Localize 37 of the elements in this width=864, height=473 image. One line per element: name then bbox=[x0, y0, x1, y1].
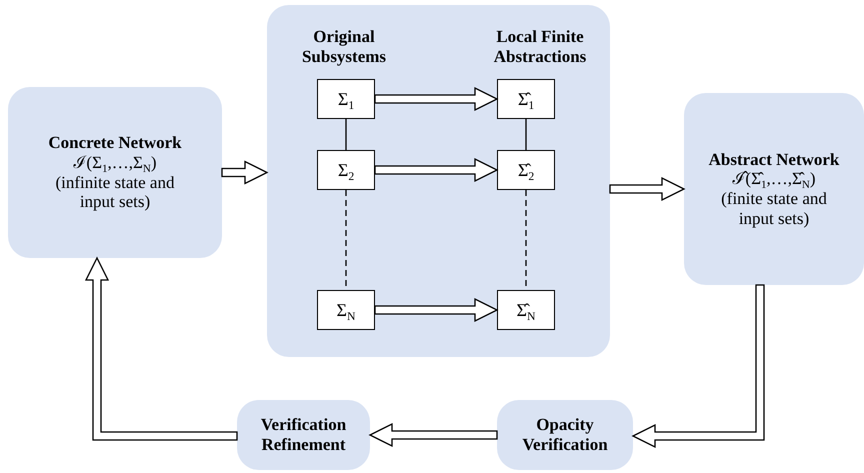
box-title: Opacity Verification bbox=[521, 415, 609, 455]
hollow-arrow bbox=[374, 298, 498, 322]
box-description: (infinite state and input sets) bbox=[54, 172, 176, 212]
subsystem-box bbox=[497, 290, 555, 330]
math-label: Σ̂$_{1}$ bbox=[518, 88, 534, 110]
subsystem-box bbox=[317, 79, 375, 119]
group-panel bbox=[267, 5, 610, 357]
math-label: Σ$_{2}$ bbox=[338, 160, 354, 180]
process-box bbox=[497, 400, 633, 470]
hollow-arrow bbox=[374, 158, 498, 182]
box-title: Abstract Network bbox=[708, 150, 840, 170]
box-title: Verification Refinement bbox=[260, 415, 348, 455]
hollow-arrow bbox=[374, 86, 498, 112]
hollow-arrow bbox=[84, 256, 238, 441]
process-box bbox=[8, 87, 222, 258]
subsystem-box bbox=[497, 79, 555, 119]
subsystem-box bbox=[497, 150, 555, 190]
connector-line bbox=[345, 119, 347, 150]
box-title: Concrete Network bbox=[48, 133, 182, 153]
box-description: (finite state and input sets) bbox=[720, 189, 828, 228]
hollow-arrow bbox=[632, 284, 765, 448]
column-heading: Local Finite Abstractions bbox=[492, 27, 588, 66]
column-heading: Original Subsystems bbox=[300, 27, 388, 66]
math-label: ℐ(Σ$_{1}$,…,Σ$_{N}$) bbox=[73, 152, 157, 172]
math-label: Σ$_{N}$ bbox=[336, 300, 356, 320]
hollow-arrow bbox=[368, 422, 498, 448]
connector-line bbox=[525, 119, 527, 150]
hollow-arrow bbox=[221, 160, 268, 185]
math-label: Σ$_{1}$ bbox=[338, 88, 354, 110]
process-box bbox=[684, 93, 864, 285]
subsystem-box bbox=[317, 150, 375, 190]
math-label: Σ̂$_{2}$ bbox=[518, 160, 534, 180]
hollow-arrow bbox=[609, 176, 686, 202]
math-label: ℐ̂(Σ̂$_{1}$,…,Σ̂$_{N}$) bbox=[732, 169, 816, 189]
process-box bbox=[237, 400, 370, 470]
subsystem-box bbox=[317, 290, 375, 330]
math-label: Σ̂$_{N}$ bbox=[516, 300, 536, 320]
